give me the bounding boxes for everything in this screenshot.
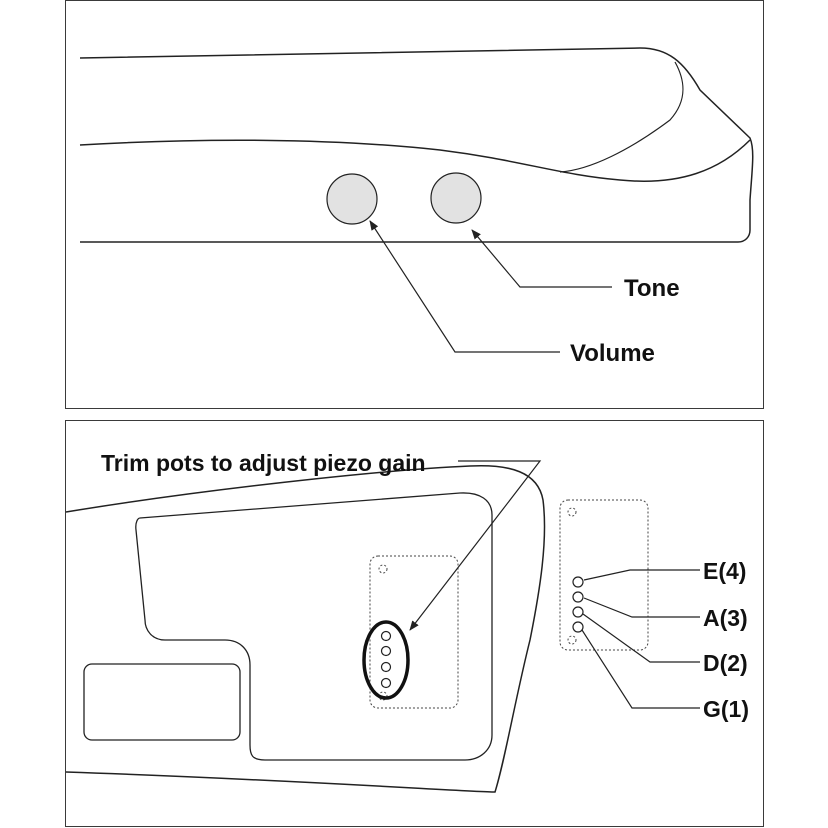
bass-body-back-outline: [65, 464, 546, 793]
trim-pot-highlight: [362, 620, 410, 700]
trim-pot-1[interactable]: [380, 630, 392, 642]
tone-knob[interactable]: [430, 172, 482, 224]
piezo-board: [559, 499, 649, 651]
trim-pot-3[interactable]: [380, 661, 392, 673]
trim-pot-2[interactable]: [380, 645, 392, 657]
a-leader-line: [583, 597, 700, 618]
trim-pots-label: Trim pots to adjust piezo gain: [101, 450, 426, 476]
battery-compartment: [83, 663, 241, 741]
d-leader-line: [582, 613, 700, 663]
control-cavity-outline: [135, 492, 493, 761]
tone-label: Tone: [624, 275, 680, 302]
string-label-d: D(2): [703, 650, 748, 676]
string-label-a: A(3): [703, 605, 748, 631]
string-pot-g[interactable]: [572, 621, 584, 633]
string-pot-e[interactable]: [572, 576, 584, 588]
top-diagram-panel: [65, 0, 764, 409]
bass-body-outline: [79, 47, 754, 243]
trim-pot-4[interactable]: [380, 677, 392, 689]
e-leader-line: [583, 569, 700, 581]
string-label-g: G(1): [703, 696, 749, 722]
trim-pot-group[interactable]: [380, 630, 392, 689]
trim-pots-leader-line: [409, 460, 542, 631]
string-label-e: E(4): [703, 558, 746, 584]
string-pot-d[interactable]: [572, 606, 584, 618]
volume-label: Volume: [570, 340, 655, 367]
volume-leader-line: [369, 220, 560, 353]
tone-leader-line: [471, 229, 612, 288]
g-leader-line: [581, 629, 700, 709]
string-pot-a[interactable]: [572, 591, 584, 603]
volume-knob[interactable]: [326, 173, 378, 225]
